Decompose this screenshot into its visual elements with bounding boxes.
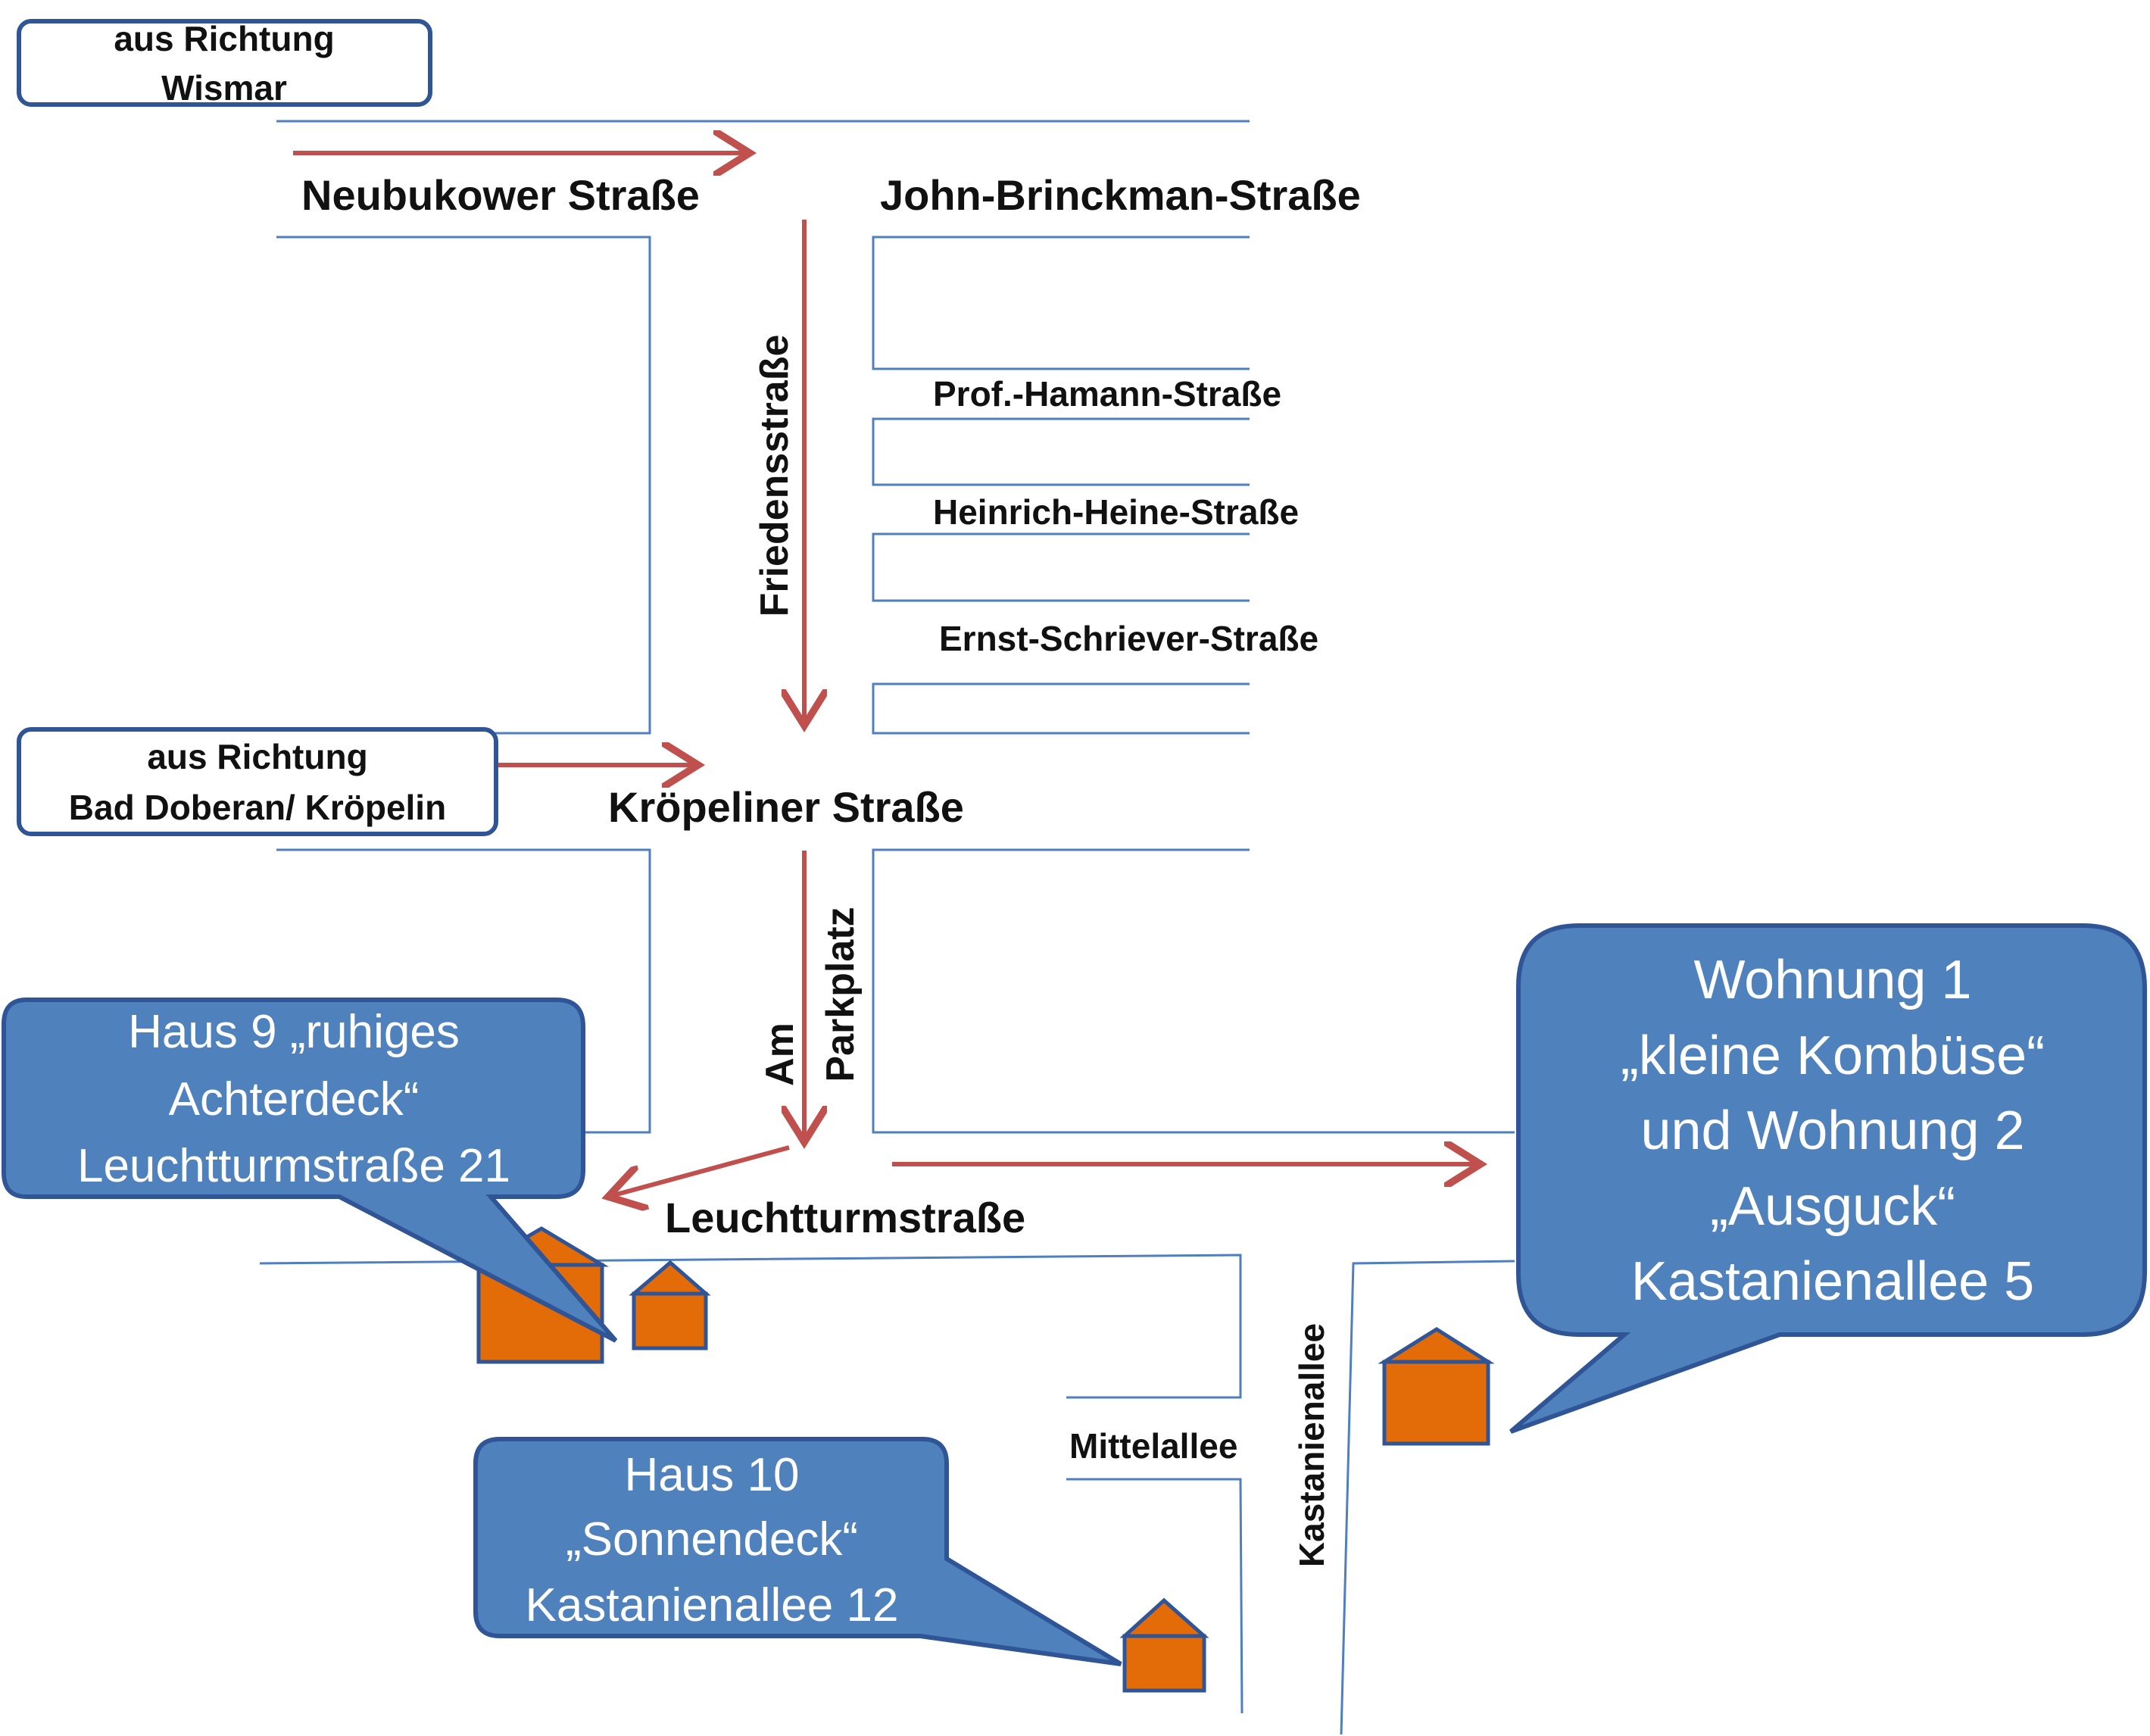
origin-label: aus Richtung [114,19,334,58]
street-label-neubukower: Neubukower Straße [301,171,700,219]
arrow-to-haus-9 [608,1145,790,1197]
house-roof [1378,1327,1495,1364]
road-edge [872,848,1515,1134]
origin-box-doberan: aus Richtung Bad Doberan/ Kröpelin [17,727,498,836]
street-labels: Neubukower Straße John-Brinckman-Straße … [301,171,1361,1567]
origin-label: aus Richtung [147,737,367,776]
origin-label: Wismar [161,68,287,108]
street-label-am: Am [758,1023,802,1086]
street-label-mittelallee: Mittelallee [1069,1426,1237,1466]
callout-line: Haus 9 „ruhiges [128,1006,460,1058]
callout-line: „kleine Kombüse“ [1621,1026,2045,1086]
callout-line: „Sonnendeck“ [566,1513,858,1566]
house-icon [629,1260,711,1350]
road-lines [259,120,1515,1735]
road-edge [872,417,1250,486]
road-edge [276,848,651,1134]
callout-wohnung-1-2: Wohnung 1 „kleine Kombüse“ und Wohnung 2… [1509,923,2147,1434]
callout-line: Kastanienallee 12 [526,1579,899,1631]
callout-line: Wohnung 1 [1694,950,1972,1010]
road-edge [872,682,1250,735]
house-roof [1119,1597,1209,1638]
road-edge [1340,1260,1515,1735]
street-label-john-brinckman: John-Brinckman-Straße [880,171,1361,219]
house-icon [1119,1597,1209,1693]
route-arrows [293,153,1481,1197]
house-body [1382,1360,1490,1446]
street-label-ernst-schriever: Ernst-Schriever-Straße [939,619,1318,658]
house-body [1122,1634,1206,1693]
road-edge [1066,1478,1244,1714]
house-body [632,1291,708,1350]
street-label-prof-hamann: Prof.-Hamann-Straße [933,374,1281,414]
callout-line: Leuchtturmstraße 21 [77,1140,510,1192]
callout-line: und Wohnung 2 [1640,1101,2024,1161]
house-icon [1378,1327,1495,1446]
callout-line: Haus 10 [625,1449,800,1501]
street-label-kastanienallee: Kastanienallee [1292,1323,1331,1567]
street-label-heinrich-heine: Heinrich-Heine-Straße [933,492,1299,532]
callout-line: „Ausguck“ [1710,1176,1955,1237]
callout-haus-9: Haus 9 „ruhiges Achterdeck“ Leuchtturmst… [2,998,618,1343]
house-roof [629,1260,711,1296]
road-edge [276,236,651,735]
road-edge [872,236,1250,370]
street-label-kroepeliner: Kröpeliner Straße [608,783,964,831]
origin-label: Bad Doberan/ Kröpelin [69,788,446,827]
road-edge [259,1254,1242,1399]
callout-line: Kastanienallee 5 [1631,1251,2034,1312]
origin-box-wismar: aus Richtung Wismar [17,19,432,108]
street-label-parkplatz: Parkplatz [819,907,863,1082]
callout-haus-10: Haus 10 „Sonnendeck“ Kastanienallee 12 [473,1437,1122,1666]
street-label-friedensstrasse: Friedensstraße [753,335,797,617]
street-label-leuchtturmstrasse: Leuchtturmstraße [665,1194,1025,1241]
road-edge [872,532,1250,602]
callout-line: Achterdeck“ [169,1073,420,1126]
